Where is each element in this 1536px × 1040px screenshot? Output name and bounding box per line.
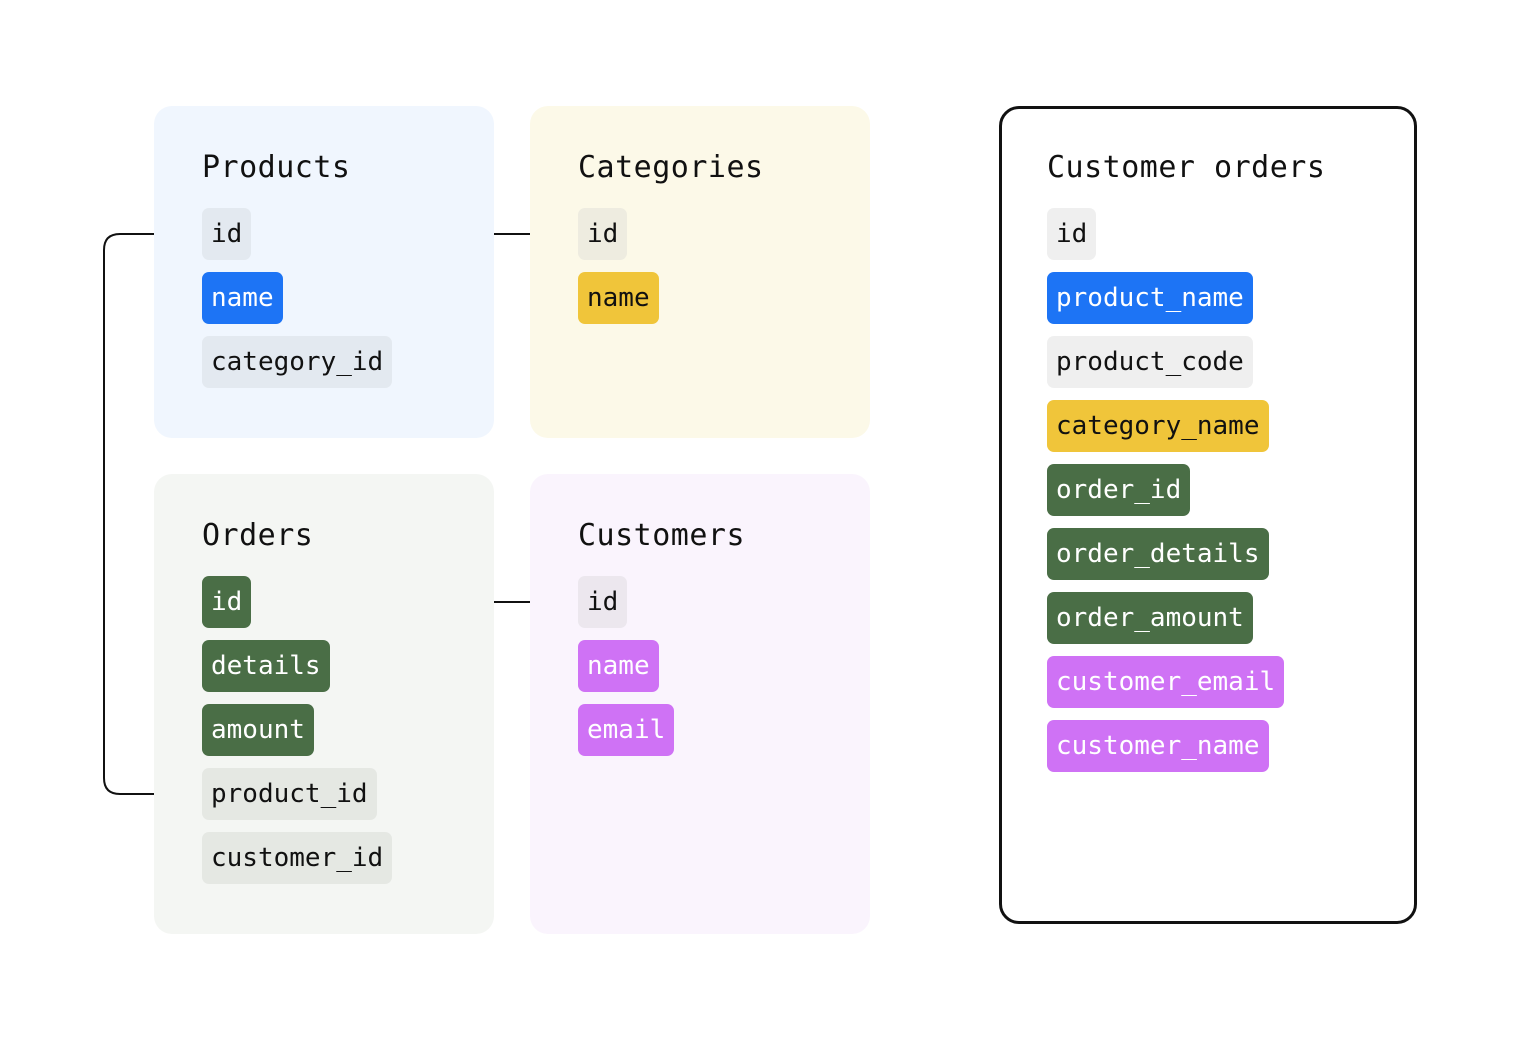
orders-field-details: details [202, 640, 330, 692]
products-table: Products id name category_id [154, 106, 494, 438]
products-field-id: id [202, 208, 252, 260]
categories-field-name: name [578, 272, 659, 324]
products-title: Products [202, 150, 351, 185]
orders-field-customer-id: customer_id [202, 832, 393, 884]
customers-field-name: name [578, 640, 659, 692]
customer-orders-field-order-amount: order_amount [1047, 592, 1253, 644]
products-field-category-id: category_id [202, 336, 393, 388]
customers-title: Customers [578, 518, 746, 553]
customer-orders-field-product-name: product_name [1047, 272, 1253, 324]
products-field-name: name [202, 272, 283, 324]
orders-field-product-id: product_id [202, 768, 377, 820]
customers-table: Customers id name email [530, 474, 870, 934]
categories-field-id: id [578, 208, 628, 260]
customers-field-email: email [578, 704, 675, 756]
customer-orders-field-category-name: category_name [1047, 400, 1269, 452]
orders-table: Orders id details amount product_id cust… [154, 474, 494, 934]
customer-orders-title: Customer orders [1047, 150, 1326, 185]
orders-field-id: id [202, 576, 252, 628]
orders-field-amount: amount [202, 704, 314, 756]
customer-orders-field-id: id [1047, 208, 1097, 260]
customer-orders-field-customer-email: customer_email [1047, 656, 1285, 708]
customer-orders-field-customer-name: customer_name [1047, 720, 1269, 772]
customer-orders-table: Customer orders id product_name product_… [999, 106, 1417, 924]
categories-table: Categories id name [530, 106, 870, 438]
categories-title: Categories [578, 150, 764, 185]
orders-title: Orders [202, 518, 314, 553]
customer-orders-field-product-code: product_code [1047, 336, 1253, 388]
customer-orders-field-order-id: order_id [1047, 464, 1191, 516]
customer-orders-field-order-details: order_details [1047, 528, 1269, 580]
customers-field-id: id [578, 576, 628, 628]
